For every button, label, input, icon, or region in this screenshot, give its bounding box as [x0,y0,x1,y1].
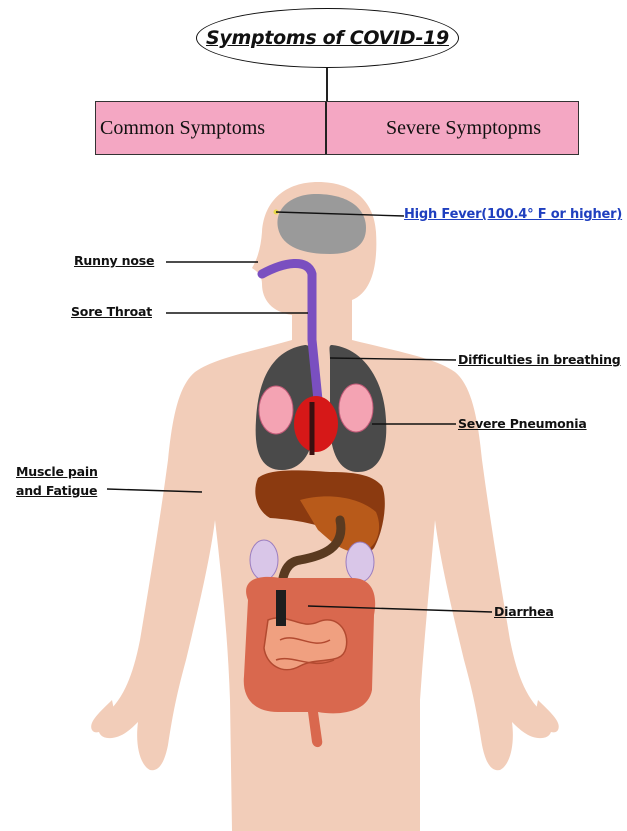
label-muscle-pain: Muscle pain and Fatigue [16,462,98,500]
label-sore-throat: Sore Throat [71,304,152,319]
label-severe-pneumonia: Severe Pneumonia [458,416,587,431]
label-runny-nose: Runny nose [74,253,154,268]
label-high-fever: High Fever(100.4° F or higher) [404,207,622,222]
category-severe: Severe Symptopms [386,117,541,140]
category-common: Common Symptoms [100,117,265,140]
heart [294,396,338,452]
label-muscle-pain-line2: and Fatigue [16,481,98,500]
category-bar: Common Symptoms Severe Symptopms [95,101,579,155]
label-diarrhea: Diarrhea [494,604,554,619]
title-oval: Symptoms of COVID-19 [196,8,459,68]
label-breathing-difficulty: Difficulties in breathing [458,352,621,367]
category-divider [325,102,327,154]
page-title: Symptoms of COVID-19 [206,27,449,49]
title-connector [326,68,328,101]
colon-segment [276,590,286,626]
label-muscle-pain-line1: Muscle pain [16,462,98,481]
